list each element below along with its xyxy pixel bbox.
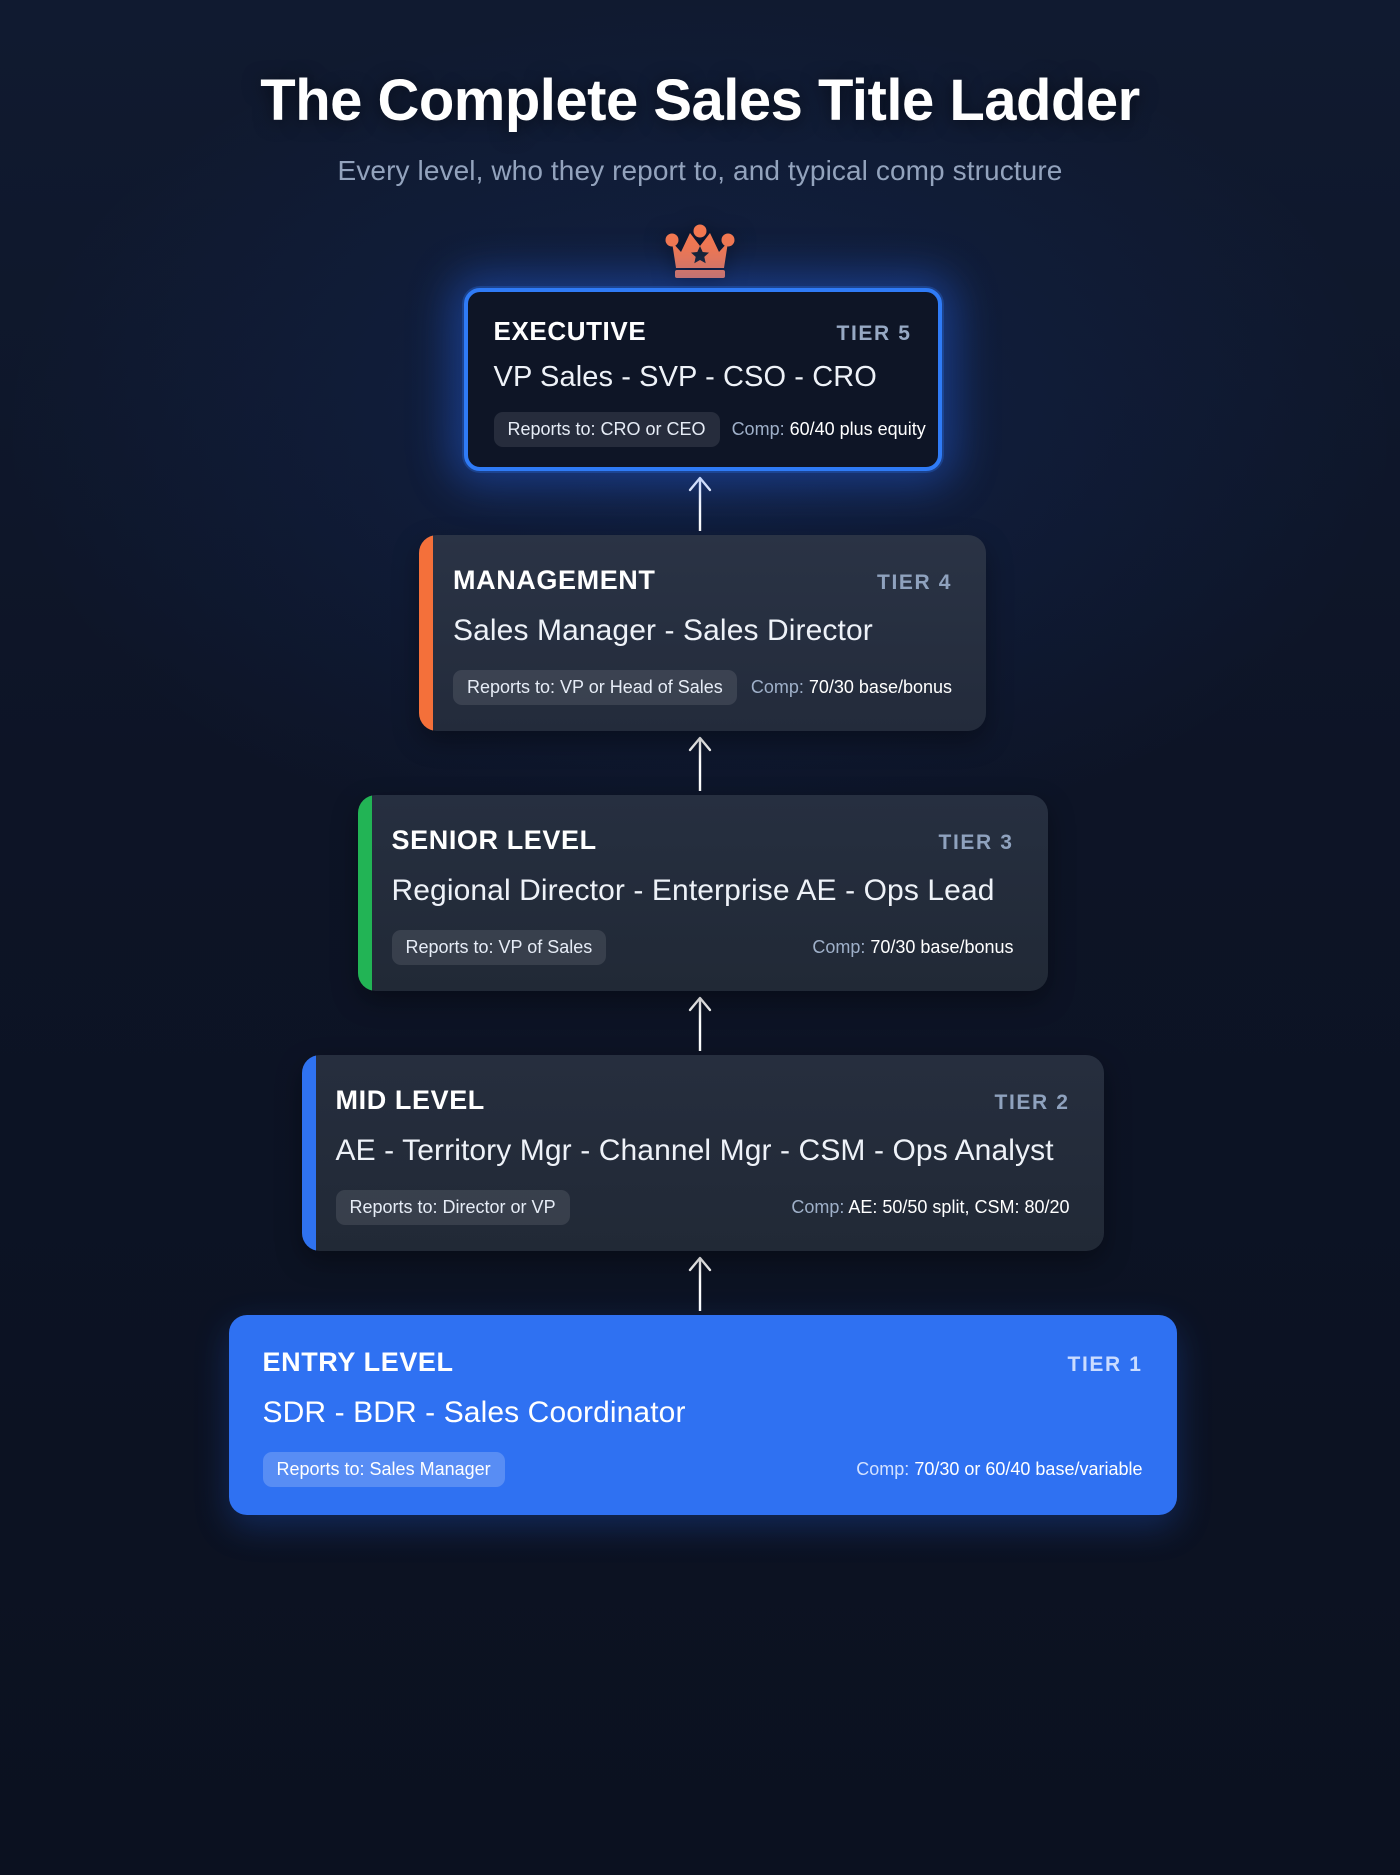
tier-number-label: TIER 2 <box>994 1091 1070 1114</box>
comp-text: Comp: AE: 50/50 split, CSM: 80/20 <box>791 1197 1069 1218</box>
tier-roles: SDR - BDR - Sales Coordinator <box>262 1396 686 1429</box>
tier-number-label: TIER 1 <box>1067 1353 1143 1376</box>
tier-card-entry-level[interactable]: ENTRY LEVEL TIER 1 SDR - BDR - Sales Coo… <box>228 1315 1177 1515</box>
tier-card-header: ENTRY LEVEL TIER 1 <box>263 1347 1143 1378</box>
tier-number-label: TIER 5 <box>836 322 912 345</box>
reports-to-badge: Reports to: Sales Manager <box>262 1452 505 1487</box>
connector-tier4-to-tier5 <box>687 471 713 535</box>
comp-value: 70/30 or 60/40 base/variable <box>914 1459 1143 1479</box>
tier-ladder: EXECUTIVE TIER 5 VP Sales - SVP - CSO - … <box>0 288 1400 1515</box>
tier-level-label: MID LEVEL <box>335 1085 485 1115</box>
tier-roles: AE - Territory Mgr - Channel Mgr - CSM -… <box>335 1134 1054 1167</box>
tier-meta-row: Reports to: VP or Head of Sales Comp: 70… <box>453 670 952 705</box>
connector-tier1-to-tier2 <box>687 1251 713 1315</box>
tier-card-header: SENIOR LEVEL TIER 3 <box>392 825 1014 856</box>
tier-level-label: SENIOR LEVEL <box>391 825 597 855</box>
comp-label: Comp: <box>791 1197 845 1217</box>
comp-text: Comp: 70/30 base/bonus <box>812 937 1013 958</box>
tier-accent-bar <box>301 1055 316 1251</box>
tier-card-mid-level[interactable]: MID LEVEL TIER 2 AE - Territory Mgr - Ch… <box>301 1055 1104 1251</box>
tier-accent-bar <box>419 535 433 731</box>
crown-icon-container <box>0 222 1400 280</box>
tier-card-executive[interactable]: EXECUTIVE TIER 5 VP Sales - SVP - CSO - … <box>463 288 942 471</box>
connector-tier2-to-tier3 <box>687 991 713 1055</box>
tier-meta-row: Reports to: CRO or CEO Comp: 60/40 plus … <box>493 412 926 447</box>
tier-card-header: MANAGEMENT TIER 4 <box>453 565 952 596</box>
arrow-up-icon <box>687 993 713 1053</box>
comp-text: Comp: 70/30 base/bonus <box>751 677 952 698</box>
tier-level-label: MANAGEMENT <box>453 565 656 595</box>
tier-card-header: MID LEVEL TIER 2 <box>336 1085 1070 1116</box>
comp-value: 60/40 plus equity <box>789 419 926 439</box>
crown-icon <box>664 222 736 280</box>
comp-label: Comp: <box>856 1459 910 1479</box>
tier-meta-row: Reports to: Sales Manager Comp: 70/30 or… <box>262 1452 1143 1487</box>
page-subtitle: Every level, who they report to, and typ… <box>337 154 1063 186</box>
tier-level-label: EXECUTIVE <box>493 316 647 346</box>
comp-text: Comp: 70/30 or 60/40 base/variable <box>856 1459 1142 1480</box>
page-title: The Complete Sales Title Ladder <box>260 68 1140 133</box>
reports-to-badge: Reports to: VP of Sales <box>391 930 607 965</box>
tier-meta-row: Reports to: VP of Sales Comp: 70/30 base… <box>391 930 1014 965</box>
arrow-up-icon <box>687 733 713 793</box>
tier-meta-row: Reports to: Director or VP Comp: AE: 50/… <box>335 1190 1070 1225</box>
arrow-up-icon <box>687 473 713 533</box>
page-header: The Complete Sales Title Ladder Every le… <box>0 0 1400 187</box>
arrow-up-icon <box>687 1253 713 1313</box>
reports-to-badge: Reports to: CRO or CEO <box>493 412 720 447</box>
comp-label: Comp: <box>750 677 804 697</box>
tier-roles: Sales Manager - Sales Director <box>453 614 873 647</box>
comp-value: 70/30 base/bonus <box>808 677 952 697</box>
tier-roles: VP Sales - SVP - CSO - CRO <box>493 361 877 393</box>
reports-to-badge: Reports to: VP or Head of Sales <box>453 670 737 705</box>
comp-label: Comp: <box>731 419 785 439</box>
tier-card-header: EXECUTIVE TIER 5 <box>494 316 912 347</box>
connector-tier3-to-tier4 <box>687 731 713 795</box>
tier-number-label: TIER 4 <box>877 571 952 594</box>
comp-text: Comp: 60/40 plus equity <box>732 419 926 440</box>
comp-value: 70/30 base/bonus <box>870 937 1014 957</box>
comp-value: AE: 50/50 split, CSM: 80/20 <box>848 1197 1070 1217</box>
tier-card-management[interactable]: MANAGEMENT TIER 4 Sales Manager - Sales … <box>419 535 986 731</box>
reports-to-badge: Reports to: Director or VP <box>335 1190 570 1225</box>
tier-card-senior-level[interactable]: SENIOR LEVEL TIER 3 Regional Director - … <box>357 795 1048 991</box>
tier-number-label: TIER 3 <box>938 831 1014 854</box>
tier-level-label: ENTRY LEVEL <box>262 1347 454 1377</box>
comp-label: Comp: <box>812 937 866 957</box>
tier-roles: Regional Director - Enterprise AE - Ops … <box>391 874 995 907</box>
tier-accent-bar <box>357 795 372 991</box>
